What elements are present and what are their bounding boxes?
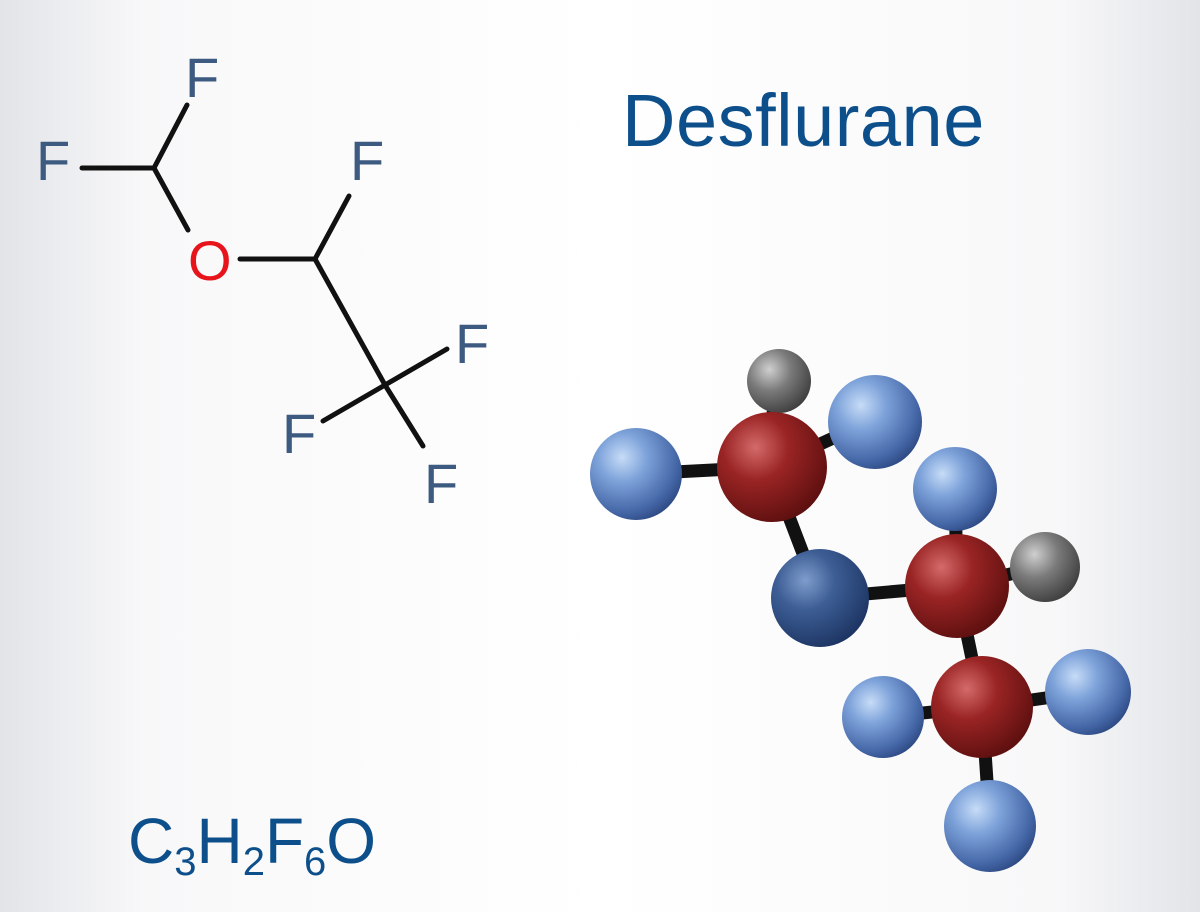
hydrogen-atom-ball	[747, 349, 811, 413]
carbon-atom-ball	[931, 656, 1033, 758]
molecule-name-title: Desflurane	[622, 79, 985, 162]
bond-c3-f6	[382, 382, 426, 449]
bond-c2-c3	[312, 256, 388, 388]
formula-element: F	[264, 805, 305, 877]
fluorine-atom-ball	[1045, 649, 1131, 735]
formula-element: C	[128, 805, 175, 877]
bond-c2-f3	[312, 193, 352, 262]
atom-label-oxygen: O	[188, 229, 232, 292]
oxygen-atom-ball	[771, 549, 869, 647]
hydrogen-atom-ball	[1010, 532, 1080, 602]
atom-label-fluorine: F	[36, 129, 70, 192]
carbon-atom-ball	[717, 412, 827, 522]
atom-label-fluorine: F	[350, 129, 384, 192]
bond-c3-f4	[382, 346, 450, 388]
atom-label-fluorine: F	[455, 312, 489, 375]
fluorine-atom-ball	[590, 428, 682, 520]
formula-subscript: 6	[304, 840, 327, 884]
formula-element: O	[326, 805, 377, 877]
fluorine-atom-ball	[828, 375, 922, 469]
skeletal-bonds	[79, 102, 450, 449]
formula-subscript: 2	[242, 840, 265, 884]
fluorine-atom-ball	[913, 447, 997, 531]
bond-c3-f5	[320, 382, 388, 424]
fluorine-atom-ball	[842, 676, 924, 758]
carbon-atom-ball	[905, 534, 1009, 638]
atom-label-fluorine: F	[424, 452, 458, 515]
molecular-formula: C3H2F6O	[128, 804, 376, 885]
formula-element: H	[196, 805, 243, 877]
bond-c1-o	[151, 165, 191, 233]
formula-subscript: 3	[174, 840, 197, 884]
ball-stick-atoms	[590, 349, 1131, 872]
atom-label-fluorine: F	[185, 46, 219, 109]
atom-label-fluorine: F	[282, 402, 316, 465]
fluorine-atom-ball	[944, 780, 1036, 872]
bond-f1-c1	[151, 102, 190, 171]
